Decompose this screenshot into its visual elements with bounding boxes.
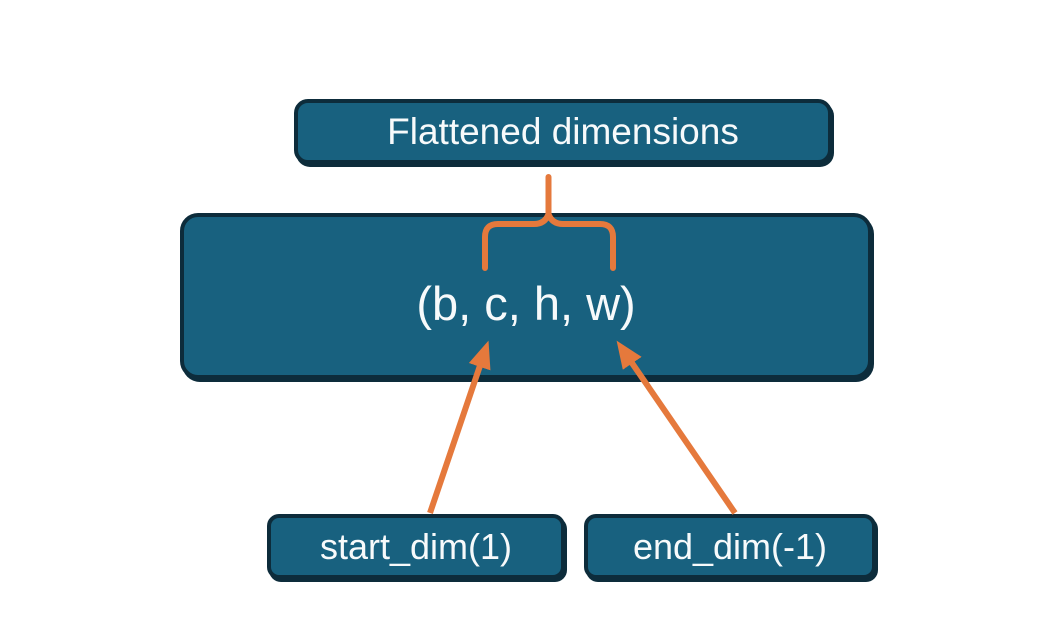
node-flattened-dimensions: Flattened dimensions <box>294 99 832 164</box>
node-tensor-shape-label: (b, c, h, w) <box>416 276 636 330</box>
node-tensor-shape: (b, c, h, w) <box>180 213 872 379</box>
node-flattened-dimensions-label: Flattened dimensions <box>387 110 739 152</box>
node-end-dim: end_dim(-1) <box>584 514 876 579</box>
node-end-dim-label: end_dim(-1) <box>632 525 828 567</box>
node-start-dim-label: start_dim(1) <box>319 525 513 567</box>
node-start-dim: start_dim(1) <box>267 514 565 579</box>
